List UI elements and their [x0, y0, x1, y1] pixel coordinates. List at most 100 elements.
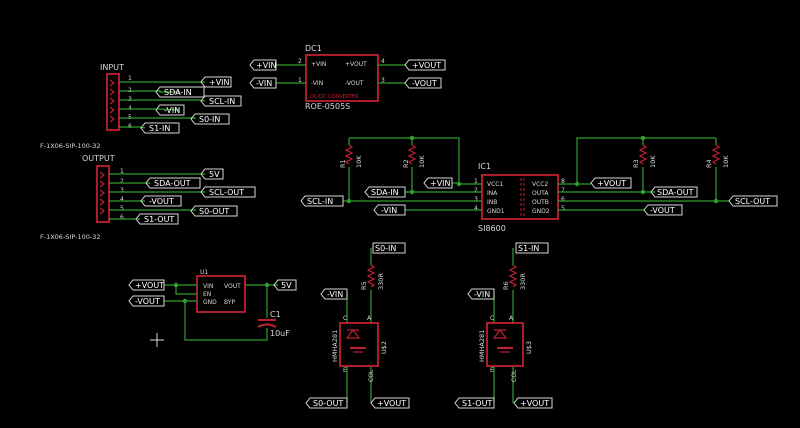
ic1-pin-label: OUTA — [532, 190, 549, 197]
ic1-ref: IC1 — [478, 162, 491, 171]
crosshair-cursor-icon — [150, 333, 164, 347]
net-label: S1-IN — [149, 124, 170, 133]
ic1-pin-num: 1 — [474, 178, 478, 185]
r4-ref: R4 — [705, 159, 713, 168]
net-label: S0-IN — [375, 244, 396, 253]
dc1-pin-num: 2 — [298, 58, 302, 65]
u2-pin-label: C — [343, 315, 347, 322]
net-label: -VOUT — [135, 297, 160, 306]
net-label: -VIN — [474, 290, 490, 299]
c1-ref: C1 — [270, 310, 281, 319]
c1-value: 10uF — [270, 329, 290, 338]
net-label: +VOUT — [135, 281, 164, 290]
u1-pin-label: EN — [203, 291, 211, 298]
net-label: S1-OUT — [462, 399, 492, 408]
net-label: SCL-OUT — [209, 188, 244, 197]
net-label: SCL-IN — [209, 97, 235, 106]
u3-value: HMHA281 — [478, 330, 486, 362]
net-label: 5V — [281, 281, 292, 290]
input-header[interactable]: INPUT 1 2 3 4 5 6 F-1X06-SIP-100-32 — [40, 63, 132, 150]
u3-pin-label: COL — [511, 369, 518, 382]
net-label-group-u2: S0-IN -VIN S0-OUT +VOUT — [305, 242, 410, 409]
optocoupler-u2[interactable]: C A E COL HMHA281 U$2 — [331, 315, 388, 382]
ic1-isolator[interactable]: IC1 VCC1 INA INB GND1 VCC2 OUTA OUTB GND… — [474, 162, 565, 233]
ic1-pin-num: 6 — [561, 196, 565, 203]
net-label: SDA-IN — [164, 88, 192, 97]
net-label: SDA-OUT — [154, 179, 191, 188]
u2-pin-label: E — [343, 367, 347, 374]
output-pin-5: 5 — [120, 205, 124, 212]
resistor-r1[interactable]: R1 10K — [339, 144, 363, 168]
u3-body — [486, 322, 524, 367]
output-pin-4: 4 — [120, 196, 124, 203]
output-pin-3: 3 — [120, 187, 124, 194]
dc1-ref: DC1 — [305, 44, 322, 53]
net-label: +VOUT — [597, 179, 626, 188]
net-label: SCL-IN — [307, 197, 333, 206]
r6-ref: R6 — [502, 281, 510, 290]
ic1-pin-label: GND2 — [532, 208, 550, 215]
r5-value: 330R — [377, 273, 385, 290]
net-label: SDA-OUT — [657, 188, 694, 197]
output-header-body — [96, 165, 110, 223]
capacitor-c1[interactable]: C1 10uF — [257, 310, 290, 338]
optocoupler-u3[interactable]: C A E COL HMHA281 U$3 — [478, 315, 533, 382]
dc1-pin-label: -VIN — [311, 80, 323, 87]
resistor-r6[interactable]: R6 330R — [502, 264, 527, 290]
ic1-pin-label: INB — [487, 199, 497, 206]
ic1-pin-label: GND1 — [487, 208, 505, 215]
r1-value: 10K — [355, 155, 363, 168]
ic1-pin-label: VCC1 — [487, 181, 503, 188]
r1-ref: R1 — [339, 159, 347, 168]
net-label: -VOUT — [412, 79, 437, 88]
r2-value: 10K — [418, 155, 426, 168]
ic1-pin-label: INA — [487, 190, 498, 197]
u3-ref: U$3 — [525, 341, 533, 354]
r2-ref: R2 — [402, 159, 410, 168]
dc1-pin-label: +VIN — [311, 61, 326, 68]
net-label: -VIN — [327, 290, 343, 299]
ic1-pin-label: OUTB — [532, 199, 549, 206]
resistor-r2[interactable]: R2 10K — [402, 144, 426, 168]
resistor-r5[interactable]: R5 330R — [360, 264, 385, 290]
input-header-body — [106, 73, 120, 131]
input-pin-1: 1 — [128, 75, 132, 82]
net-label: +VIN — [256, 61, 277, 70]
resistor-r3[interactable]: R3 10K — [632, 144, 657, 168]
dc1-pin-label: +VOUT — [345, 61, 367, 68]
u1-regulator[interactable]: U1 VIN EN GND VOUT BYP — [196, 269, 246, 313]
net-label: -VIN — [164, 106, 180, 115]
u2-body — [339, 322, 379, 367]
ic1-pin-num: 5 — [561, 205, 565, 212]
ic1-pin-label: VCC2 — [532, 181, 548, 188]
dc1-pin-num: 3 — [381, 77, 385, 84]
dc1-converter[interactable]: DC1 +VIN -VIN +VOUT -VOUT DC/DC CONVERTE… — [298, 44, 385, 111]
u2-value: HMHA281 — [331, 330, 339, 362]
output-header-part: F-1X06-SIP-100-32 — [40, 233, 100, 241]
net-label: S0-IN — [199, 115, 220, 124]
dc1-pin-label: -VOUT — [345, 80, 364, 87]
ic1-pin-num: 4 — [474, 205, 478, 212]
net-label-group-dc1: +VIN -VIN +VOUT -VOUT — [249, 59, 446, 89]
ic1-pin-num: 2 — [474, 187, 478, 194]
dc1-value: ROE-0505S — [305, 102, 350, 111]
output-pin-2: 2 — [120, 178, 124, 185]
u2-pin-label: COL — [368, 369, 375, 382]
ic1-pin-num: 7 — [561, 187, 565, 194]
net-label: +VIN — [209, 78, 230, 87]
u3-pin-label: C — [490, 315, 494, 322]
u1-pin-label: VIN — [203, 283, 213, 290]
net-label-group-u1: +VOUT -VOUT 5V — [128, 279, 297, 307]
dc1-pin-num: 1 — [298, 77, 302, 84]
ic1-pin-num: 3 — [474, 196, 478, 203]
u3-pin-label: A — [509, 315, 514, 322]
net-label: +VOUT — [412, 61, 441, 70]
net-label: -VIN — [256, 79, 272, 88]
u3-pin-label: E — [490, 367, 494, 374]
resistor-r4[interactable]: R4 10K — [705, 144, 730, 168]
output-header[interactable]: OUTPUT 1 2 3 4 5 6 F-1X06-SIP-100-32 — [40, 154, 124, 241]
output-pin-6: 6 — [120, 214, 124, 221]
u1-pin-label: VOUT — [224, 283, 241, 290]
dc1-body — [305, 54, 379, 102]
